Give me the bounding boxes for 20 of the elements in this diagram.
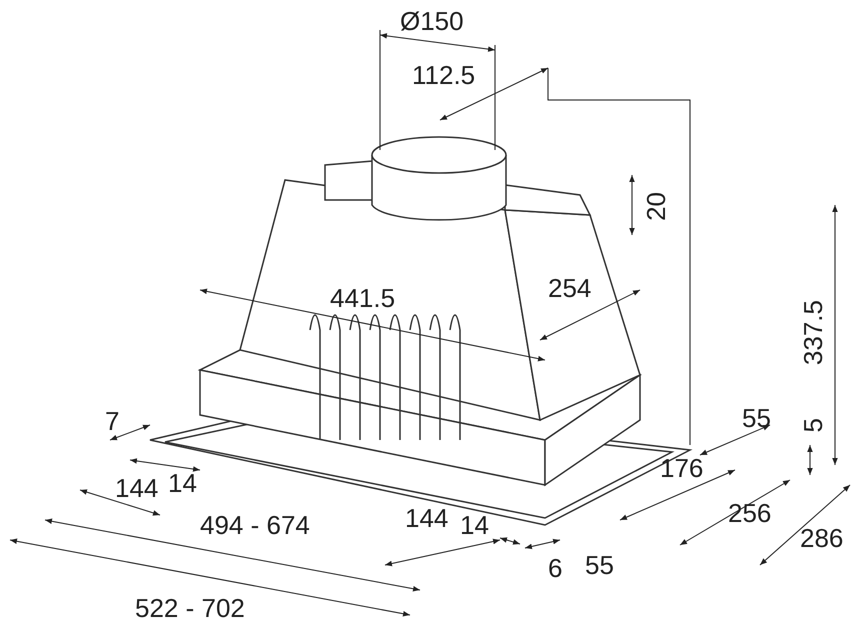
dimension-label: 254: [548, 275, 592, 301]
dimension-label: 55: [585, 552, 614, 578]
dimension-label: 494 - 674: [200, 512, 310, 538]
dimension-label: 522 - 702: [135, 595, 245, 621]
dimension-label: Ø150: [400, 8, 464, 34]
dimension-label: 7: [105, 408, 120, 434]
dimension-label: 112.5: [412, 62, 476, 88]
dimension-label: 256: [728, 500, 772, 526]
dimension-label: 144: [115, 475, 158, 501]
dimension-label: 6: [548, 555, 562, 581]
dimension-label: 14: [460, 512, 489, 538]
dimension-label: 441.5: [330, 285, 396, 311]
dimension-label: 20: [643, 192, 669, 221]
dimension-label: 176: [660, 455, 704, 481]
dimension-label: 144: [405, 505, 448, 531]
dimension-label: 14: [168, 470, 197, 496]
dimension-label: 337.5: [800, 300, 826, 366]
dimension-label: 55: [742, 405, 771, 431]
dimension-label: 5: [800, 418, 826, 432]
dimension-label: 286: [800, 525, 844, 551]
